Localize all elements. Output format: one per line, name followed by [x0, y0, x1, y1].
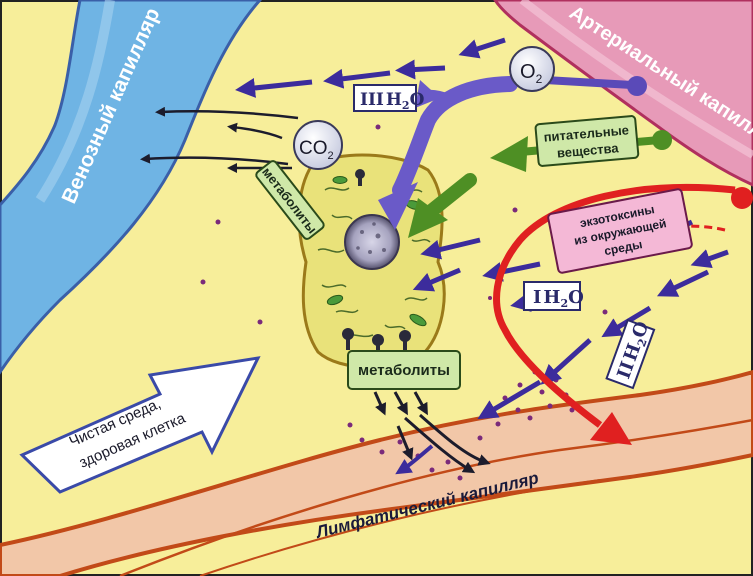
water-2-h: H [620, 341, 646, 364]
cell-receptors [342, 169, 411, 354]
water-1-sub: 2 [560, 297, 568, 310]
oxygen-arrow-head [378, 182, 418, 230]
co2-bubble: CO2 [293, 120, 343, 170]
water-1-roman: I [533, 287, 541, 308]
svg-text:CO2: CO2 [299, 138, 334, 162]
lymph-drain-arrow [395, 444, 434, 475]
nutrients-line1: питательные [543, 122, 629, 144]
water-label-2: IIH2O [605, 319, 656, 390]
water-3-h: H [386, 90, 402, 110]
nutrients-line2: вещества [556, 140, 620, 160]
svg-text:IH2O: IH2O [533, 287, 584, 310]
arterial-source-o2 [544, 76, 633, 89]
o2-anchor [627, 76, 647, 96]
exotoxins-label: экзотоксины из окружающей среды [547, 188, 693, 274]
water-1-h: H [543, 287, 560, 308]
venous-capillary: Венозный капилляр [0, 0, 262, 375]
cell [297, 153, 446, 369]
water-2-o: O [628, 319, 653, 341]
oxygen-arrow [392, 76, 518, 198]
water-3-o: O [410, 90, 425, 110]
metabolites-label-bottom: метаболиты [347, 350, 461, 390]
nutrients-label: питательные вещества [534, 115, 640, 167]
metabolites-bottom-text: метаболиты [358, 362, 450, 379]
water-2-roman: II [613, 359, 638, 382]
svg-text:IIH2O: IIH2O [613, 319, 655, 382]
co2-base: CO [299, 138, 328, 159]
oxygen-arrow-2-head [415, 80, 440, 108]
water-2-sub: 2 [635, 337, 650, 349]
o2-bubble: O2 [509, 46, 555, 92]
o2-base: O [520, 61, 536, 83]
water-1-o: O [568, 287, 584, 308]
o2-subscript: 2 [536, 72, 543, 86]
water-3-sub: 2 [402, 99, 410, 112]
water-3-roman: III [360, 90, 384, 110]
clean-environment-arrow: Чистая среда, здоровая клетка [19, 356, 261, 494]
svg-text:O2: O2 [520, 61, 543, 86]
cell-nucleus [344, 214, 400, 270]
metabolite-arrows [373, 391, 491, 474]
co2-subscript: 2 [328, 150, 334, 162]
